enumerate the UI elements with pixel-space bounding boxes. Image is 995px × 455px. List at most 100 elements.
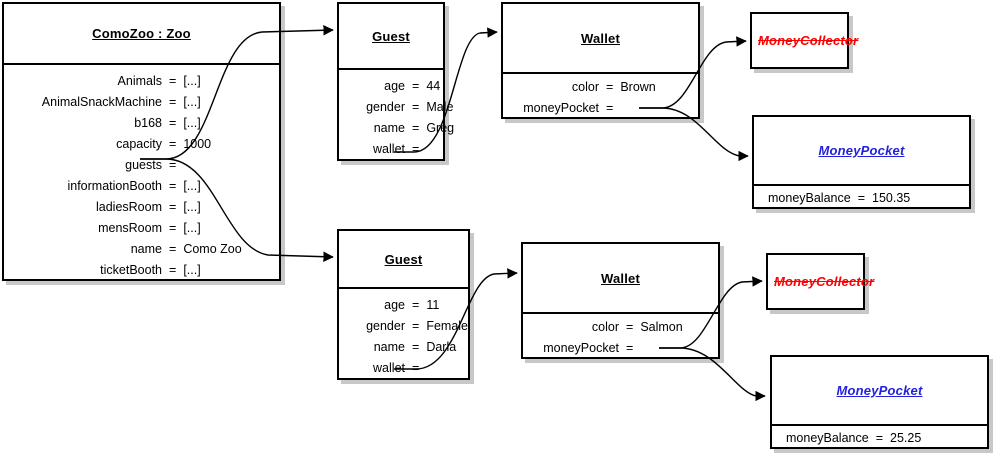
- attribute-equals: =: [169, 116, 177, 130]
- attribute-row: AnimalSnackMachine = [...]: [12, 92, 271, 113]
- attribute-row-guests: guests =: [12, 155, 271, 176]
- attribute-equals: =: [169, 242, 177, 256]
- attribute-row: Animals = [...]: [12, 71, 271, 92]
- attribute-value: 150.35: [872, 191, 911, 205]
- attribute-value: [...]: [183, 74, 201, 88]
- attribute-row: ticketBooth = [...]: [12, 260, 271, 281]
- guest2-title: Guest: [384, 251, 423, 267]
- attribute-row: name = Greg: [347, 118, 454, 139]
- attribute-equals: =: [412, 361, 420, 375]
- wallet2-attributes: color = Salmon moneyPocket =: [523, 314, 718, 365]
- guest2-attributes: age = 11 gender = Female name = Darla wa…: [339, 289, 468, 385]
- attribute-equals: =: [412, 79, 420, 93]
- attribute-equals: =: [169, 95, 177, 109]
- moneypocket1-header: MoneyPocket: [754, 117, 969, 186]
- attribute-row: name = Como Zoo: [12, 239, 271, 260]
- attribute-key: color: [571, 80, 599, 94]
- guest2-header: Guest: [339, 231, 468, 289]
- attribute-equals: =: [606, 80, 614, 94]
- attribute-value: [...]: [183, 221, 201, 235]
- moneypocket1-attributes: moneyBalance = 150.35: [754, 186, 969, 215]
- zoo-title: ComoZoo : Zoo: [92, 26, 191, 41]
- attribute-equals: =: [857, 191, 866, 205]
- attribute-row: age = 44: [347, 76, 440, 97]
- attribute-equals: =: [412, 142, 420, 156]
- guest1-header: Guest: [339, 4, 443, 70]
- attribute-value: [...]: [183, 95, 201, 109]
- object-box-moneypocket2[interactable]: MoneyPocket moneyBalance = 25.25: [770, 355, 989, 449]
- attribute-row-moneypocket: moneyPocket =: [511, 98, 690, 119]
- object-box-guest1[interactable]: Guest age = 44 gender = Male name = Greg…: [337, 2, 454, 161]
- attribute-row: ladiesRoom = [...]: [12, 197, 271, 218]
- attribute-value: Darla: [426, 340, 457, 354]
- attribute-key: wallet: [373, 361, 405, 375]
- attribute-row-moneypocket: moneyPocket =: [531, 338, 710, 359]
- attribute-value: Brown: [620, 80, 656, 94]
- attribute-row: name = Darla: [347, 337, 460, 358]
- moneypocket2-title: MoneyPocket: [836, 383, 923, 398]
- attribute-equals: =: [169, 137, 177, 151]
- attribute-key: Animals: [117, 74, 162, 88]
- wallet1-header: Wallet: [503, 4, 698, 74]
- attribute-key: ticketBooth: [100, 263, 162, 277]
- attribute-equals: =: [412, 319, 420, 333]
- object-box-wallet2[interactable]: Wallet color = Salmon moneyPocket =: [521, 242, 720, 359]
- attribute-row: capacity = 1000: [12, 134, 271, 155]
- moneypocket1-title: MoneyPocket: [818, 143, 905, 158]
- attribute-value: [...]: [183, 179, 201, 193]
- attribute-key: moneyBalance: [768, 191, 851, 205]
- attribute-equals: =: [169, 179, 177, 193]
- moneycollector1-title: MoneyCollector: [758, 33, 859, 48]
- object-box-guest2[interactable]: Guest age = 11 gender = Female name = Da…: [337, 229, 470, 380]
- attribute-key: mensRoom: [98, 221, 162, 235]
- wallet2-header: Wallet: [523, 244, 718, 314]
- attribute-value: 25.25: [890, 431, 922, 445]
- attribute-equals: =: [626, 341, 634, 355]
- attribute-key: moneyPocket: [523, 101, 599, 115]
- attribute-row: color = Brown: [511, 77, 690, 98]
- attribute-equals: =: [606, 101, 614, 115]
- wallet1-attributes: color = Brown moneyPocket =: [503, 74, 698, 125]
- object-box-wallet1[interactable]: Wallet color = Brown moneyPocket =: [501, 2, 700, 119]
- attribute-key: color: [591, 320, 619, 334]
- attribute-equals: =: [412, 100, 420, 114]
- moneycollector2-title: MoneyCollector: [774, 274, 875, 289]
- attribute-value: Female: [426, 319, 468, 333]
- attribute-equals: =: [169, 74, 177, 88]
- attribute-value: [...]: [183, 263, 201, 277]
- attribute-row-wallet: wallet =: [347, 358, 460, 379]
- object-box-moneypocket1[interactable]: MoneyPocket moneyBalance = 150.35: [752, 115, 971, 209]
- attribute-row: age = 11: [347, 295, 460, 316]
- attribute-equals: =: [169, 158, 177, 172]
- attribute-key: AnimalSnackMachine: [41, 95, 162, 109]
- attribute-key: guests: [125, 158, 162, 172]
- attribute-key: age: [384, 298, 405, 312]
- attribute-row: moneyBalance = 150.35: [762, 188, 961, 209]
- attribute-row: informationBooth = [...]: [12, 176, 271, 197]
- attribute-row: b168 = [...]: [12, 113, 271, 134]
- wallet1-title: Wallet: [580, 30, 620, 46]
- attribute-row: gender = Female: [347, 316, 468, 337]
- object-box-zoo[interactable]: ComoZoo : Zoo Animals = [...] AnimalSnac…: [2, 2, 281, 281]
- attribute-value: 44: [426, 79, 441, 93]
- object-box-moneycollector2[interactable]: MoneyCollector: [766, 253, 874, 310]
- attribute-row: moneyBalance = 25.25: [780, 428, 979, 449]
- attribute-value: [...]: [183, 116, 201, 130]
- attribute-equals: =: [412, 298, 420, 312]
- wallet2-title: Wallet: [600, 270, 640, 286]
- attribute-row-wallet: wallet =: [347, 139, 435, 160]
- attribute-key: gender: [366, 100, 405, 114]
- moneycollector1-header: MoneyCollector: [752, 14, 858, 67]
- attribute-equals: =: [626, 320, 634, 334]
- attribute-key: name: [373, 340, 405, 354]
- guest1-title: Guest: [372, 28, 410, 44]
- attribute-equals: =: [412, 121, 420, 135]
- attribute-equals: =: [412, 340, 420, 354]
- attribute-key: informationBooth: [67, 179, 162, 193]
- attribute-row: color = Salmon: [531, 317, 710, 338]
- attribute-equals: =: [875, 431, 884, 445]
- object-box-moneycollector1[interactable]: MoneyCollector: [750, 12, 858, 69]
- attribute-key: wallet: [373, 142, 405, 156]
- moneypocket2-header: MoneyPocket: [772, 357, 987, 426]
